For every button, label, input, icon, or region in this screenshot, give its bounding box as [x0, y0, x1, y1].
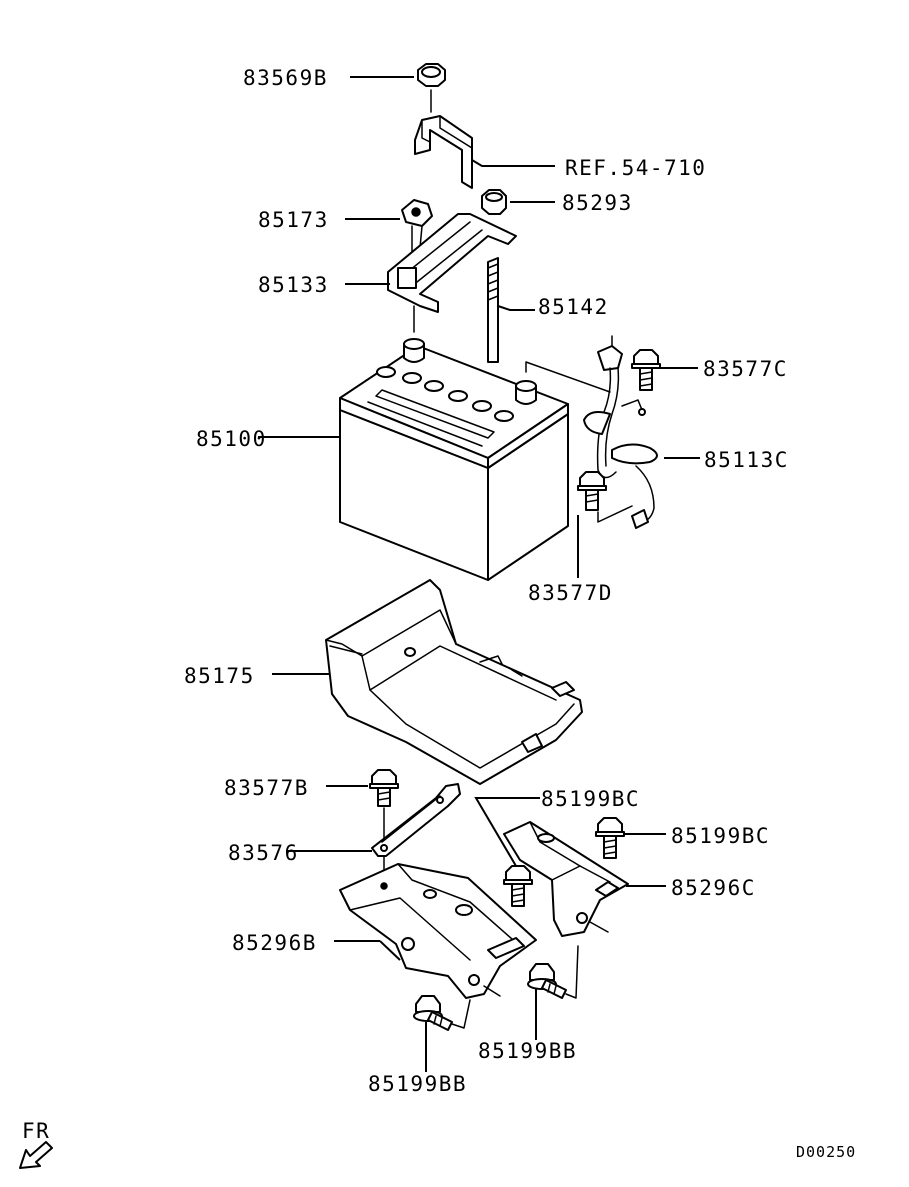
label-85199BB-left[interactable]: 85199BB: [368, 1072, 467, 1096]
bolt-83577D[interactable]: [577, 471, 633, 523]
label-ref-54-710[interactable]: REF.54-710: [565, 156, 706, 180]
label-83569B[interactable]: 83569B: [243, 66, 328, 90]
bolt-85199BB-left[interactable]: [413, 995, 471, 1031]
leader-85296B-slant: [379, 940, 401, 961]
battery-cable-guide-line: [525, 361, 611, 393]
label-83577C[interactable]: 83577C: [703, 357, 788, 381]
bracket-85296B[interactable]: [339, 863, 537, 999]
label-85175[interactable]: 85175: [184, 664, 255, 688]
label-85296C[interactable]: 85296C: [671, 876, 756, 900]
battery-terminals: [403, 338, 537, 405]
leader-85142: [497, 305, 535, 311]
bolt-83577B[interactable]: [369, 769, 399, 887]
label-85199BC-left[interactable]: 85199BC: [541, 787, 640, 811]
battery-hold-down-bar-85133[interactable]: [387, 213, 517, 333]
label-85100[interactable]: 85100: [196, 427, 267, 451]
battery-cable-85113C[interactable]: [583, 335, 658, 529]
label-85296B[interactable]: 85296B: [232, 931, 317, 955]
leader-85199BC-left: [474, 797, 540, 867]
bolt-85199BB-right[interactable]: [527, 945, 579, 999]
bolt-85199BC-right[interactable]: [595, 817, 625, 859]
label-85293[interactable]: 85293: [562, 191, 633, 215]
vent-caps: [376, 366, 514, 422]
label-83577B[interactable]: 83577B: [224, 776, 309, 800]
label-85113C[interactable]: 85113C: [704, 448, 789, 472]
battery-85100[interactable]: [339, 338, 569, 581]
diagram-code: D00250: [796, 1143, 856, 1161]
bracket-83576[interactable]: [371, 783, 461, 857]
hold-down-clamp-85173[interactable]: [401, 199, 433, 253]
nut-83569B[interactable]: [417, 63, 446, 113]
front-direction-arrow-icon: [19, 1141, 53, 1169]
j-bolt-85142[interactable]: [487, 257, 499, 363]
label-85199BC-right[interactable]: 85199BC: [671, 824, 770, 848]
bolt-83577C[interactable]: [631, 349, 661, 391]
label-85142[interactable]: 85142: [538, 295, 609, 319]
front-orientation-label: FR: [22, 1119, 50, 1143]
nut-85293[interactable]: [481, 189, 507, 215]
bolt-85199BC-left[interactable]: [503, 865, 533, 907]
label-85199BB-right[interactable]: 85199BB: [478, 1039, 577, 1063]
label-85133[interactable]: 85133: [258, 273, 329, 297]
label-83577D[interactable]: 83577D: [528, 581, 613, 605]
bracket-85296C[interactable]: [503, 821, 629, 937]
label-83576[interactable]: 83576: [228, 841, 299, 865]
leader-ref: [471, 159, 555, 167]
label-85173[interactable]: 85173: [258, 208, 329, 232]
bracket-ref-54-710[interactable]: [414, 115, 473, 189]
battery-tray-85175[interactable]: [325, 579, 583, 785]
